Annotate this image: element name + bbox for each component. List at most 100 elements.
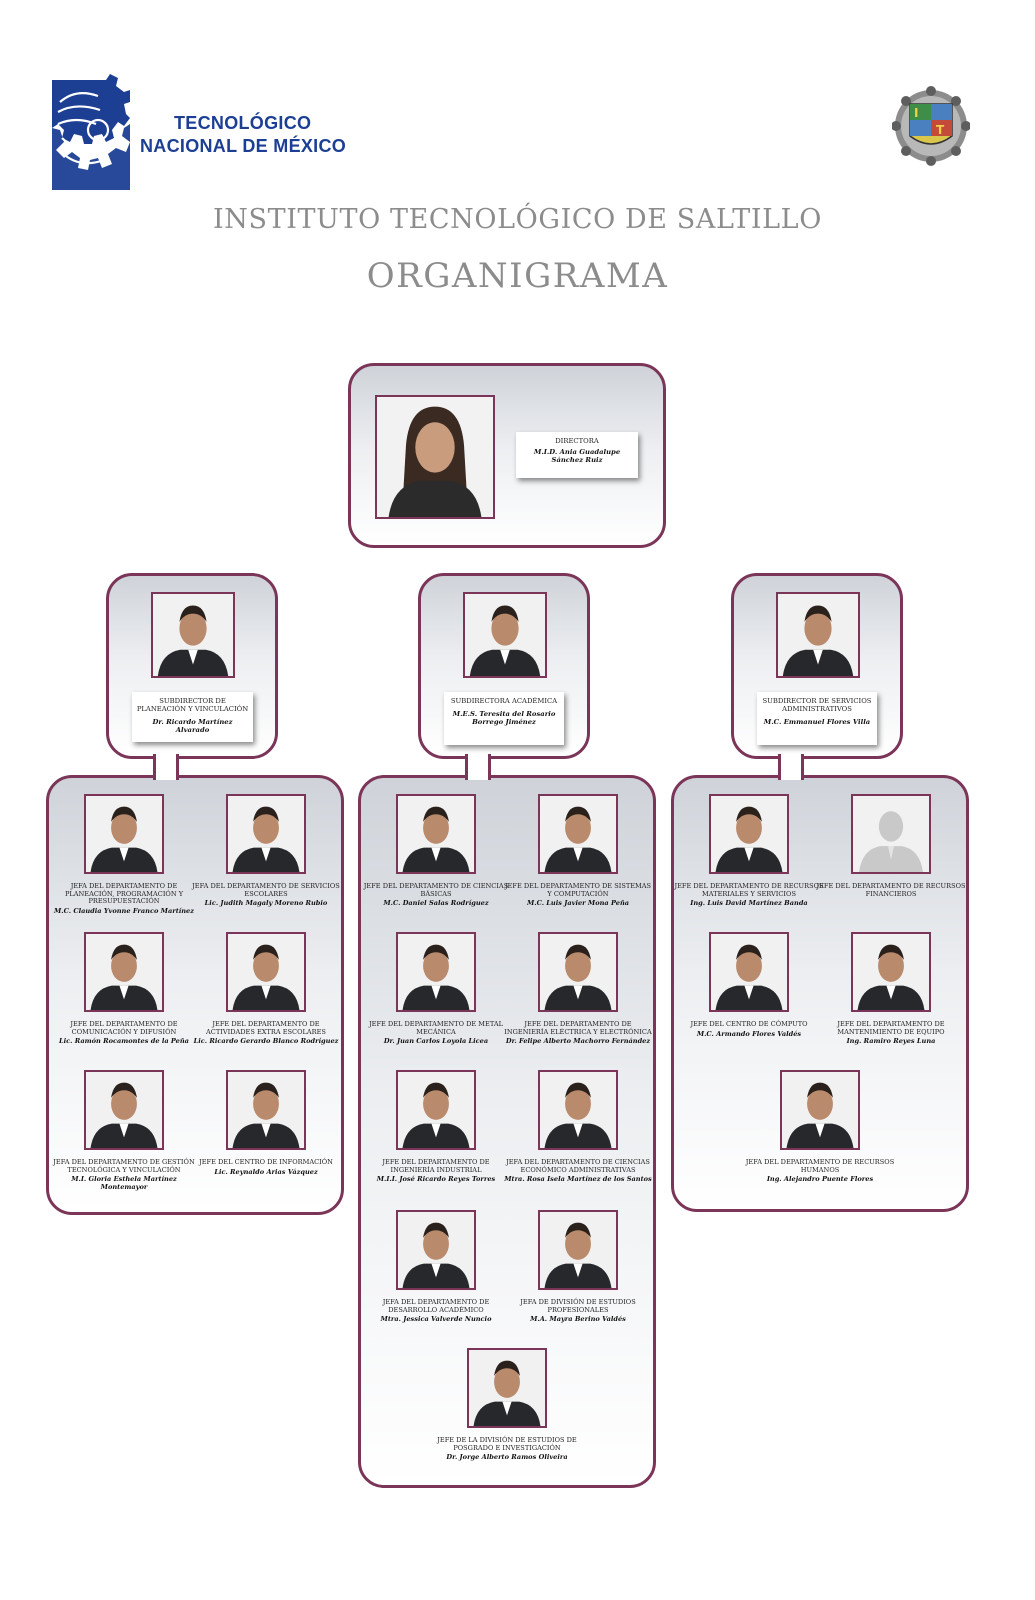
person-name: Lic. Reynaldo Arias Vázquez (214, 1167, 318, 1176)
placeholder-avatar (851, 794, 931, 874)
person-name: Lic. Judith Magaly Moreno Rubio (204, 899, 328, 908)
position-title: JEFE DEL DEPARTAMENTO DE CIENCIAS BÁSICA… (363, 882, 509, 898)
subdirector-namecard-academic: SUBDIRECTORA ACADÉMICA M.E.S. Teresita d… (444, 692, 564, 745)
person-name: Lic. Ramón Rocamontes de la Peña (59, 1037, 189, 1046)
subdirector-name: M.E.S. Teresita del Rosario Borrego Jimé… (452, 710, 556, 726)
department-head-caption: JEFE DEL DEPARTAMENTO DE SISTEMAS Y COMP… (503, 882, 653, 908)
person-photo (709, 932, 789, 1012)
person-name: Mtra. Jessica Valverde Nuncio (380, 1315, 492, 1324)
person-photo (780, 1070, 860, 1150)
position-title: JEFE DEL CENTRO DE INFORMACIÓN (199, 1158, 333, 1166)
subdirector-name: Dr. Ricardo Martínez Alvarado (152, 718, 233, 734)
department-head-caption: JEFA DEL DEPARTAMENTO DE GESTIÓN TECNOLÓ… (49, 1158, 199, 1191)
person-name: M.C. Claudia Yvonne Franco Martínez (54, 906, 194, 915)
person-name: Ing. Ramiro Reyes Luna (846, 1037, 936, 1046)
department-head-caption: JEFE DE LA DIVISIÓN DE ESTUDIOS DE POSGR… (432, 1436, 582, 1462)
position-title: JEFE DEL DEPARTAMENTO DE ACTIVIDADES EXT… (206, 1020, 326, 1036)
person-name: Ing. Alejandro Puente Flores (766, 1175, 874, 1184)
subdirector-photo-academic (463, 592, 547, 678)
subdirector-name: M.C. Emmanuel Flores Villa (763, 718, 871, 726)
subdirector-role: SUBDIRECTOR DE PLANEACIÓN Y VINCULACIÓN (136, 697, 249, 713)
person-name: Lic. Ricardo Gerardo Blanco Rodríguez (193, 1037, 339, 1046)
position-title: JEFE DEL DEPARTAMENTO DE RECURSOS FINANC… (816, 882, 966, 898)
connector-planning (153, 754, 179, 780)
position-title: JEFE DEL DEPARTAMENTO DE COMUNICACIÓN Y … (70, 1020, 178, 1036)
person-photo (396, 932, 476, 1012)
person-photo (538, 794, 618, 874)
department-head-caption: JEFE DEL DEPARTAMENTO DE INGENIERÍA ELÉC… (503, 1020, 653, 1046)
department-head-caption: JEFE DEL DEPARTAMENTO DE INGENIERÍA INDU… (361, 1158, 511, 1184)
position-title: JEFE DE LA DIVISIÓN DE ESTUDIOS DE POSGR… (437, 1436, 577, 1452)
department-head-caption: JEFA DEL DEPARTAMENTO DE CIENCIAS ECONÓM… (503, 1158, 653, 1184)
person-photo (226, 1070, 306, 1150)
position-title: JEFA DEL DEPARTAMENTO DE DESARROLLO ACAD… (382, 1298, 490, 1314)
person-name: Dr. Juan Carlos Loyola Licea (383, 1037, 489, 1046)
director-namecard: DIRECTORA M.I.D. Ania Guadalupe Sánchez … (516, 432, 638, 478)
person-name: M.C. Luis Javier Mona Peña (526, 899, 630, 908)
person-name: M.I.I. José Ricardo Reyes Torres (376, 1175, 496, 1184)
position-title: JEFA DEL DEPARTAMENTO DE CIENCIAS ECONÓM… (506, 1158, 650, 1174)
department-head-caption: JEFA DE DIVISIÓN DE ESTUDIOS PROFESIONAL… (503, 1298, 653, 1324)
person-name: M.A. Mayra Berino Valdés (530, 1315, 626, 1324)
person-name: Ing. Luis David Martínez Banda (690, 899, 808, 908)
connector-admin (778, 754, 804, 780)
svg-text:I: I (914, 106, 918, 120)
position-title: JEFA DEL DEPARTAMENTO DE GESTIÓN TECNOLÓ… (53, 1158, 195, 1174)
person-photo (226, 794, 306, 874)
person-photo (538, 1210, 618, 1290)
tecnm-wordmark: TECNOLÓGICO NACIONAL DE MÉXICO (140, 112, 346, 158)
person-photo (396, 1070, 476, 1150)
position-title: JEFE DEL CENTRO DE CÓMPUTO (690, 1020, 808, 1028)
position-title: JEFE DEL DEPARTAMENTO DE RECURSOS MATERI… (674, 882, 824, 898)
its-crest-logo: I T (891, 86, 971, 166)
director-role: DIRECTORA (555, 437, 599, 445)
tecnm-logo (46, 72, 130, 192)
person-photo (709, 794, 789, 874)
department-head-caption: JEFE DEL DEPARTAMENTO DE CIENCIAS BÁSICA… (361, 882, 511, 908)
page-title: ORGANIGRAMA (366, 256, 669, 296)
department-head-caption: JEFE DEL DEPARTAMENTO DE RECURSOS MATERI… (674, 882, 824, 908)
department-head-caption: JEFA DEL DEPARTAMENTO DE PLANEACIÓN, PRO… (49, 882, 199, 915)
connector-academic (465, 754, 491, 780)
person-photo (851, 932, 931, 1012)
position-title: JEFE DEL DEPARTAMENTO DE INGENIERÍA INDU… (382, 1158, 490, 1174)
director-name: M.I.D. Ania Guadalupe Sánchez Ruiz (533, 448, 621, 464)
subdirector-role: SUBDIRECTORA ACADÉMICA (450, 697, 558, 705)
person-photo (396, 1210, 476, 1290)
person-photo (396, 794, 476, 874)
position-title: JEFE DEL DEPARTAMENTO DE MANTENIMIENTO D… (837, 1020, 945, 1036)
position-title: JEFA DEL DEPARTAMENTO DE SERVICIOS ESCOL… (192, 882, 340, 898)
person-name: Mtra. Rosa Isela Martínez de los Santos (504, 1175, 652, 1184)
person-name: M.I. Gloria Esthela Martínez Montemayor (71, 1175, 177, 1191)
person-photo (538, 1070, 618, 1150)
subdirector-role: SUBDIRECTOR DE SERVICIOS ADMINISTRATIVOS (762, 697, 872, 713)
position-title: JEFE DEL DEPARTAMENTO DE INGENIERÍA ELÉC… (504, 1020, 652, 1036)
department-head-caption: JEFA DEL DEPARTAMENTO DE SERVICIOS ESCOL… (191, 882, 341, 908)
position-title: JEFE DEL DEPARTAMENTO DE METAL MECÁNICA (368, 1020, 504, 1036)
subdirector-namecard-admin: SUBDIRECTOR DE SERVICIOS ADMINISTRATIVOS… (757, 692, 877, 745)
position-title: JEFA DEL DEPARTAMENTO DE PLANEACIÓN, PRO… (64, 882, 184, 906)
person-photo (538, 932, 618, 1012)
position-title: JEFA DE DIVISIÓN DE ESTUDIOS PROFESIONAL… (520, 1298, 636, 1314)
department-head-caption: JEFA DEL DEPARTAMENTO DE RECURSOS HUMANO… (745, 1158, 895, 1184)
person-name: Dr. Felipe Alberto Machorro Fernández (505, 1037, 651, 1046)
subdirector-photo-admin (776, 592, 860, 678)
position-title: JEFA DEL DEPARTAMENTO DE RECURSOS HUMANO… (745, 1158, 895, 1174)
person-name: M.C. Daniel Salas Rodríguez (383, 899, 489, 908)
svg-text:T: T (936, 123, 945, 137)
department-head-caption: JEFE DEL DEPARTAMENTO DE RECURSOS FINANC… (816, 882, 966, 900)
brand-line-2: NACIONAL DE MÉXICO (140, 136, 347, 156)
subdirector-photo-planning (151, 592, 235, 678)
person-photo (84, 932, 164, 1012)
department-head-caption: JEFE DEL DEPARTAMENTO DE MANTENIMIENTO D… (816, 1020, 966, 1046)
department-head-caption: JEFE DEL DEPARTAMENTO DE COMUNICACIÓN Y … (49, 1020, 199, 1046)
person-name: M.C. Armando Flores Valdés (696, 1029, 802, 1038)
institute-title: INSTITUTO TECNOLÓGICO DE SALTILLO (213, 204, 822, 235)
person-photo (467, 1348, 547, 1428)
brand-line-1: TECNOLÓGICO (174, 113, 312, 133)
person-photo (84, 1070, 164, 1150)
person-photo (84, 794, 164, 874)
position-title: JEFE DEL DEPARTAMENTO DE SISTEMAS Y COMP… (504, 882, 652, 898)
